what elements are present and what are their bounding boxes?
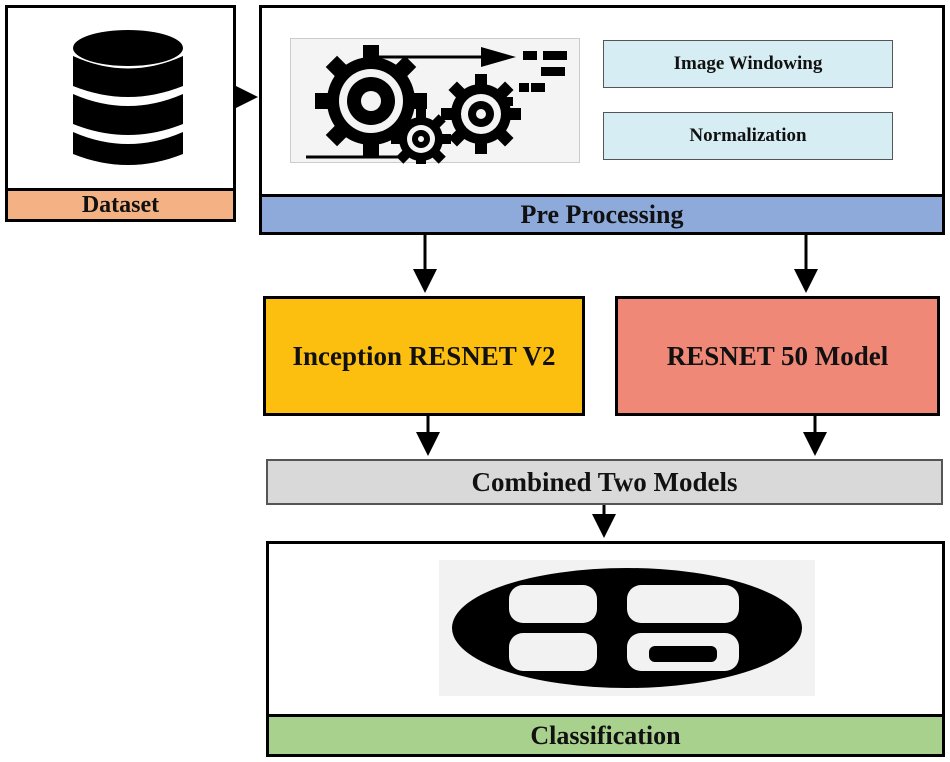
inception-resnet-v2-block: Inception RESNET V2 xyxy=(263,296,585,416)
gears-icon xyxy=(290,38,580,169)
preprocessing-block: Image Windowing Normalization Pre Proces… xyxy=(259,5,945,235)
dataset-label: Dataset xyxy=(8,188,233,219)
combined-models-block: Combined Two Models xyxy=(266,459,943,505)
classification-icon xyxy=(439,560,815,696)
classification-label: Classification xyxy=(269,714,942,754)
step-normalization: Normalization xyxy=(603,112,893,160)
database-icon xyxy=(68,26,188,176)
step-image-windowing: Image Windowing xyxy=(603,40,893,88)
preprocessing-label: Pre Processing xyxy=(262,194,942,232)
resnet-50-block: RESNET 50 Model xyxy=(615,296,940,416)
dataset-block: Dataset xyxy=(5,5,236,222)
classification-block: Classification xyxy=(266,541,945,757)
